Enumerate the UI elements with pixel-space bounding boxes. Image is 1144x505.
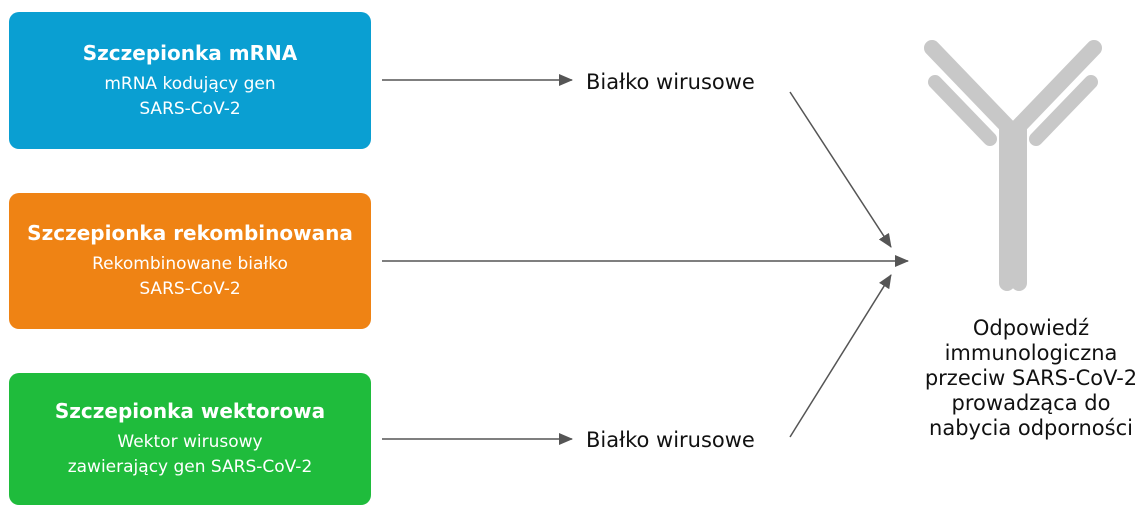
viral-protein-label-top: Białko wirusowe [586,70,755,94]
arrow-protein-bottom-to-response [789,274,892,438]
arrow-protein-top-to-response [789,91,892,248]
immune-response-label: Odpowiedź immunologiczna przeciw SARS-Co… [920,316,1142,441]
viral-protein-label-bottom: Białko wirusowe [586,428,755,452]
mrna-vaccine-box: Szczepionka mRNA mRNA kodujący gen SARS-… [9,12,371,149]
box-title: Szczepionka mRNA [82,40,298,65]
response-line: Odpowiedź [972,316,1090,340]
box-title: Szczepionka wektorowa [54,399,326,423]
box-description: mRNA kodujący gen SARS-CoV-2 [104,73,276,119]
antibody-icon [924,40,1102,291]
response-line: immunologiczna [944,341,1118,365]
recombinant-vaccine-box: Szczepionka rekombinowana Rekombinowane … [9,193,371,329]
box-description: Rekombinowane białko SARS-CoV-2 [92,254,288,299]
response-line: prowadząca do [951,391,1111,415]
box-title: Szczepionka rekombinowana [27,221,353,245]
response-line: nabycia odporności [929,416,1133,440]
box-description: Wektor wirusowy zawierający gen SARS-CoV… [67,432,313,477]
response-line: przeciw SARS-CoV-2 [924,366,1138,390]
vector-vaccine-box: Szczepionka wektorowa Wektor wirusowy za… [9,373,371,505]
